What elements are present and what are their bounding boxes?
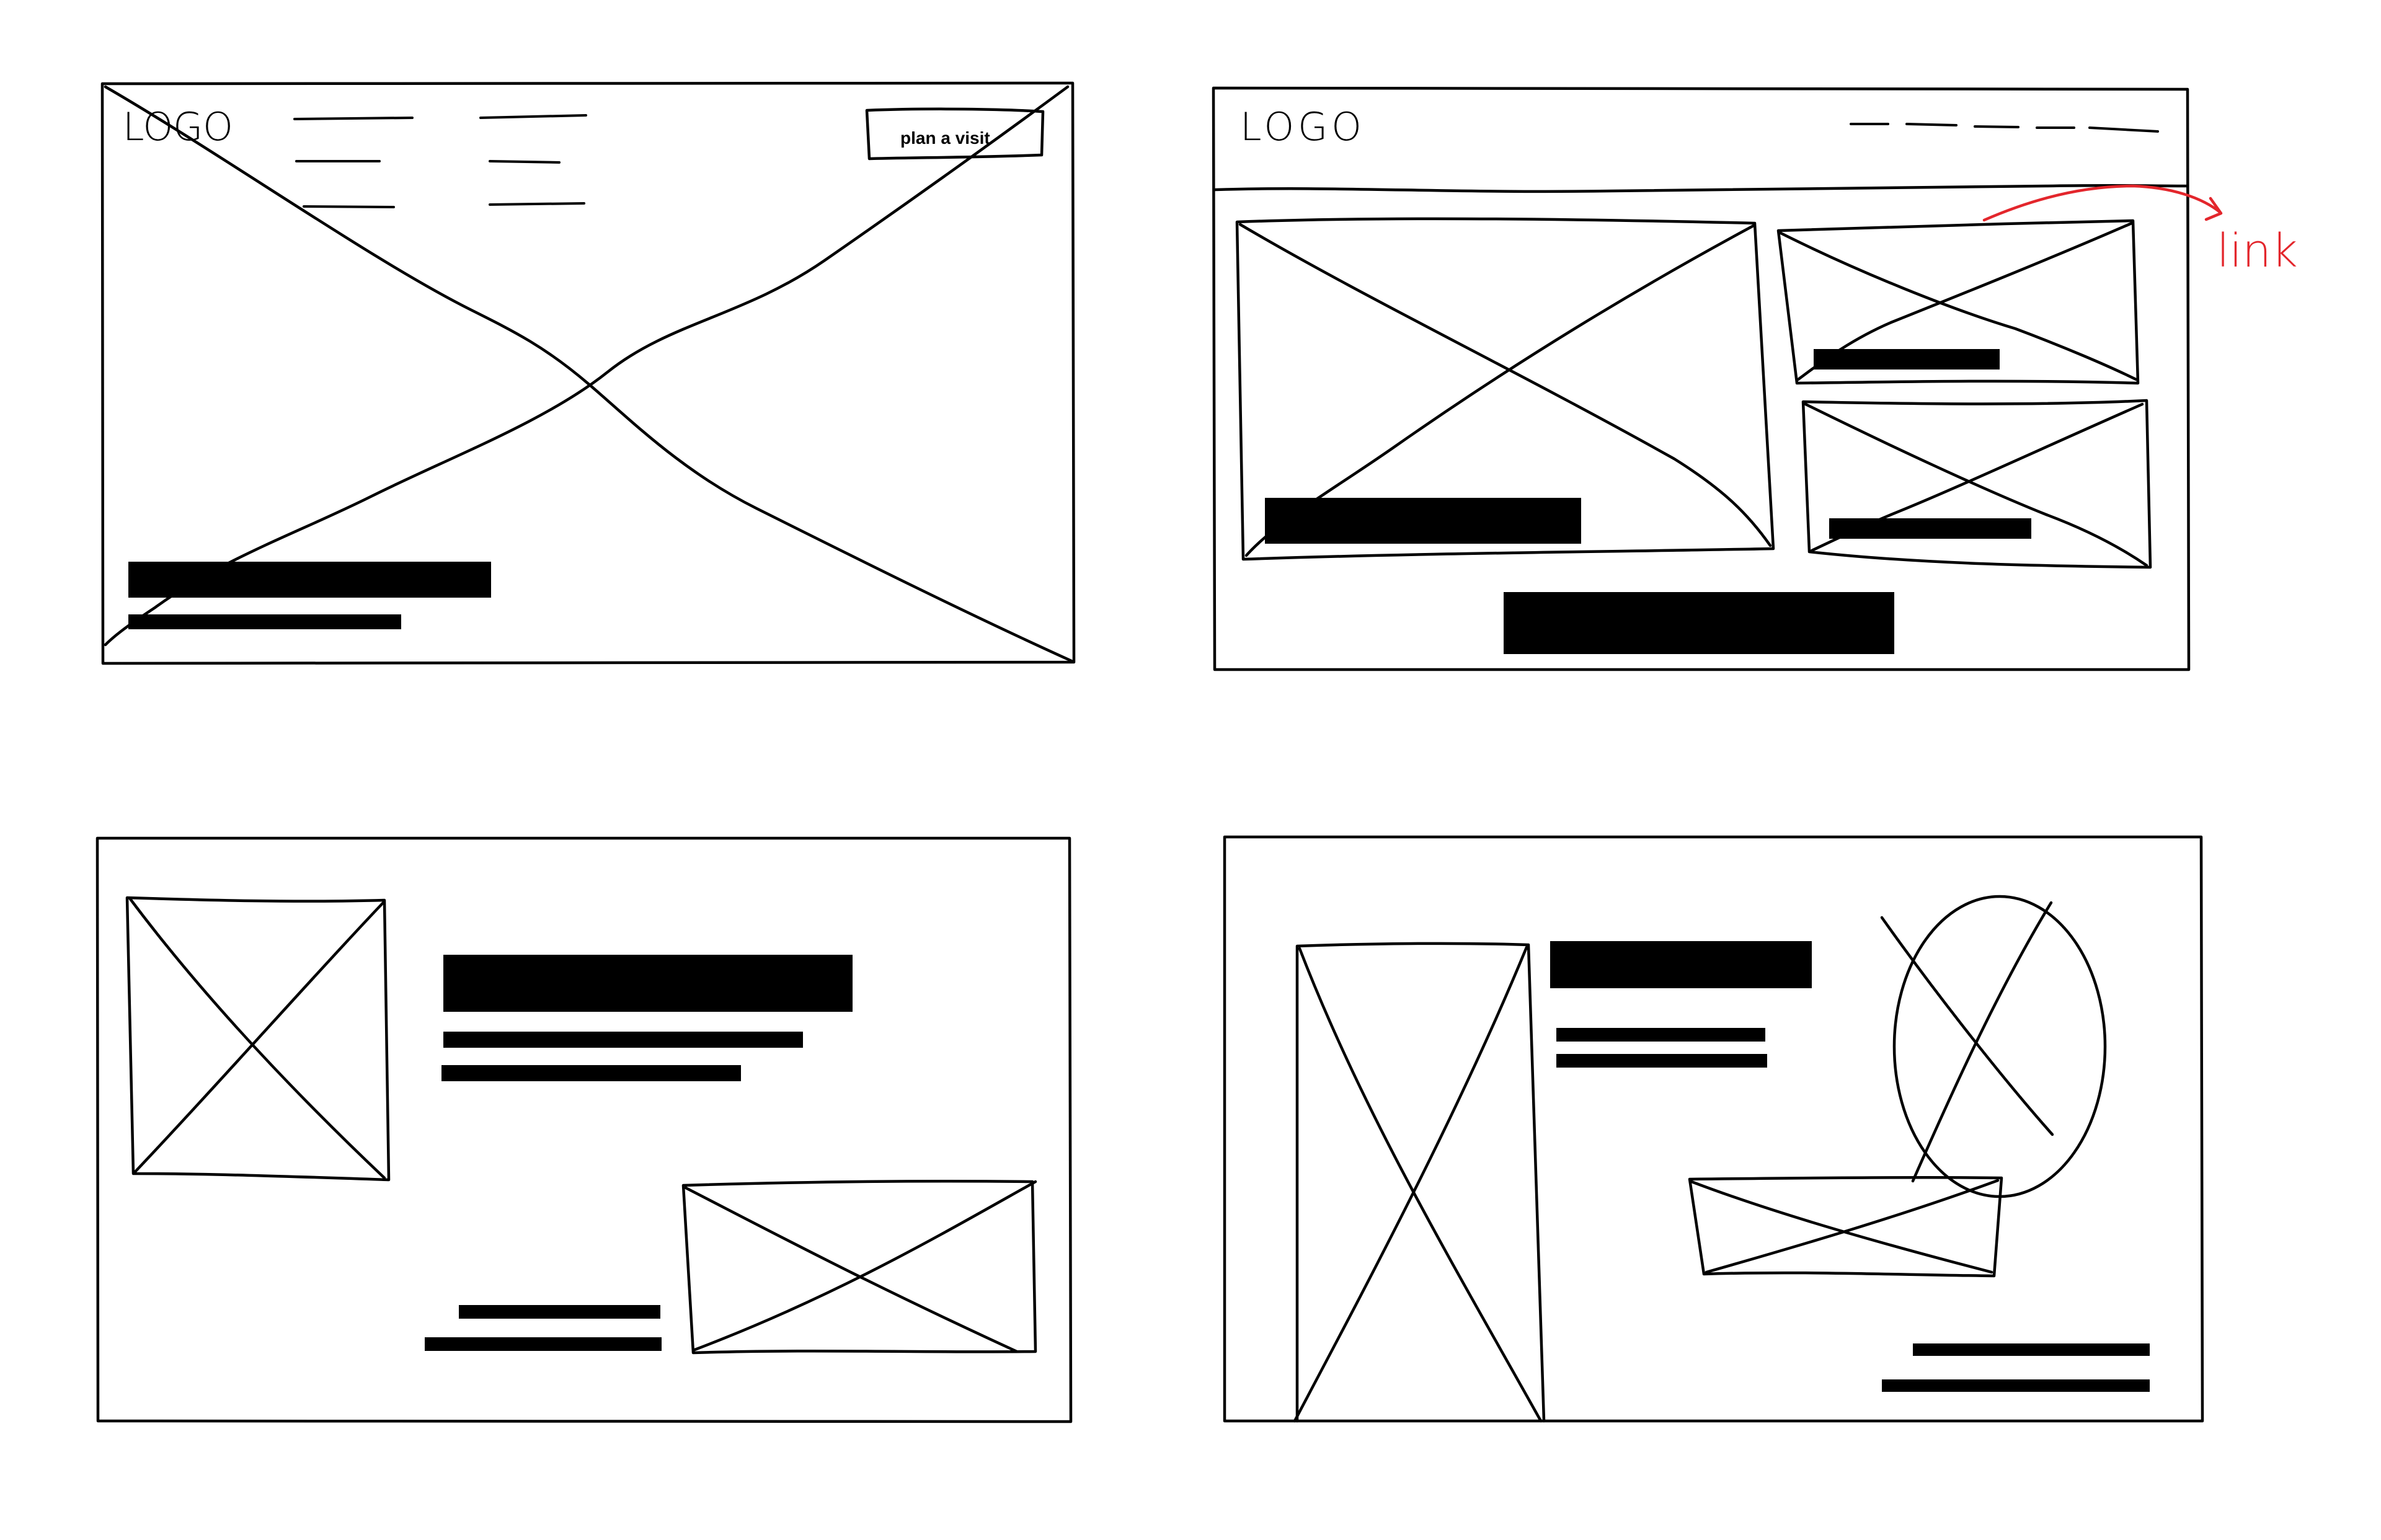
grid-frame xyxy=(1212,86,2191,671)
hero-logo[interactable]: LOGO xyxy=(123,104,233,149)
split-image-square-outline xyxy=(125,896,391,1182)
nav-line[interactable] xyxy=(479,114,587,119)
nav-line[interactable] xyxy=(489,160,561,164)
hero-image-cross-b xyxy=(104,85,1070,647)
card-large-image-cross-a xyxy=(1238,223,1772,547)
mixed-image-wide-outline xyxy=(1688,1175,2003,1278)
link-annotation-label: link xyxy=(2217,224,2298,278)
split-caption-bar xyxy=(459,1305,660,1319)
split-image-wide xyxy=(681,1180,1037,1355)
mixed-image-tall-cross-a xyxy=(1298,947,1543,1423)
split-caption-bar xyxy=(425,1337,662,1351)
plan-visit-button[interactable]: plan a visit xyxy=(865,107,1045,161)
link-annotation-arrow xyxy=(1982,184,2222,222)
split-image-wide-cross-a xyxy=(684,1186,1019,1353)
grid-cta-bar[interactable] xyxy=(1504,592,1894,654)
nav-dash[interactable] xyxy=(2088,126,2159,133)
split-text-bar xyxy=(443,1032,803,1048)
card-small-top-title-bar xyxy=(1814,349,2000,370)
plan-visit-button-outline xyxy=(865,107,1045,161)
nav-dash[interactable] xyxy=(1974,125,2020,128)
grid-card-small-top[interactable] xyxy=(1776,219,2140,385)
split-image-square-cross-b xyxy=(133,901,385,1174)
hero-subline-bar xyxy=(128,614,401,629)
grid-header-divider xyxy=(1213,184,2189,193)
wireframe-hero: LOGO plan a visit xyxy=(100,81,1076,665)
mixed-image-circle-cross-a xyxy=(1880,916,2054,1136)
mixed-caption-bar xyxy=(1913,1343,2150,1356)
grid-card-small-bottom[interactable] xyxy=(1801,399,2152,569)
hero-headline-bar xyxy=(128,562,491,598)
card-large-title-bar xyxy=(1265,498,1581,544)
mixed-image-circle-cross-b xyxy=(1911,901,2053,1183)
mixed-image-tall-cross-b xyxy=(1293,945,1528,1423)
split-image-wide-cross-b xyxy=(691,1180,1037,1352)
mixed-image-wide xyxy=(1688,1175,2003,1278)
card-small-top-image-cross-a xyxy=(1779,231,2138,381)
link-annotation: link xyxy=(1982,184,2298,278)
wireframe-mixed-layout xyxy=(1223,835,2204,1423)
mixed-text-bar xyxy=(1556,1028,1765,1042)
split-image-square-cross-a xyxy=(128,897,386,1180)
split-image-wide-outline xyxy=(681,1180,1037,1355)
wireframe-content-split xyxy=(95,836,1073,1423)
plan-visit-button-label: plan a visit xyxy=(900,128,990,148)
nav-dash[interactable] xyxy=(1905,123,1958,126)
nav-line[interactable] xyxy=(489,202,585,206)
card-small-bottom-title-bar xyxy=(1829,518,2031,539)
grid-nav-dashes xyxy=(1850,123,2159,133)
split-text-bar xyxy=(441,1065,741,1081)
mixed-image-wide-cross-b xyxy=(1705,1179,2000,1274)
mixed-caption-bar xyxy=(1882,1379,2150,1392)
split-image-square xyxy=(125,896,391,1182)
hero-frame xyxy=(100,81,1076,665)
grid-card-large[interactable] xyxy=(1235,217,1775,561)
card-large-outline xyxy=(1235,217,1775,561)
nav-line[interactable] xyxy=(303,205,395,208)
mixed-image-wide-cross-a xyxy=(1690,1180,1993,1274)
link-annotation-arrowhead xyxy=(2204,197,2223,221)
grid-logo[interactable]: LOGO xyxy=(1240,104,1365,149)
mixed-image-tall-outline xyxy=(1295,942,1546,1423)
card-small-bottom-image-cross-a xyxy=(1804,402,2148,567)
wireframe-card-grid: LOGO xyxy=(1212,86,2298,671)
card-small-bottom-outline xyxy=(1801,399,2152,569)
hero-nav-lines xyxy=(293,114,587,208)
mixed-frame xyxy=(1223,835,2204,1423)
split-frame xyxy=(95,836,1073,1423)
mixed-text-bar xyxy=(1556,1054,1767,1068)
mixed-heading-bar xyxy=(1550,941,1812,988)
split-heading-bar xyxy=(443,955,853,1012)
nav-line[interactable] xyxy=(293,117,414,120)
mixed-image-tall xyxy=(1293,942,1546,1423)
mixed-image-circle xyxy=(1880,895,2107,1198)
card-small-top-outline xyxy=(1776,219,2140,385)
